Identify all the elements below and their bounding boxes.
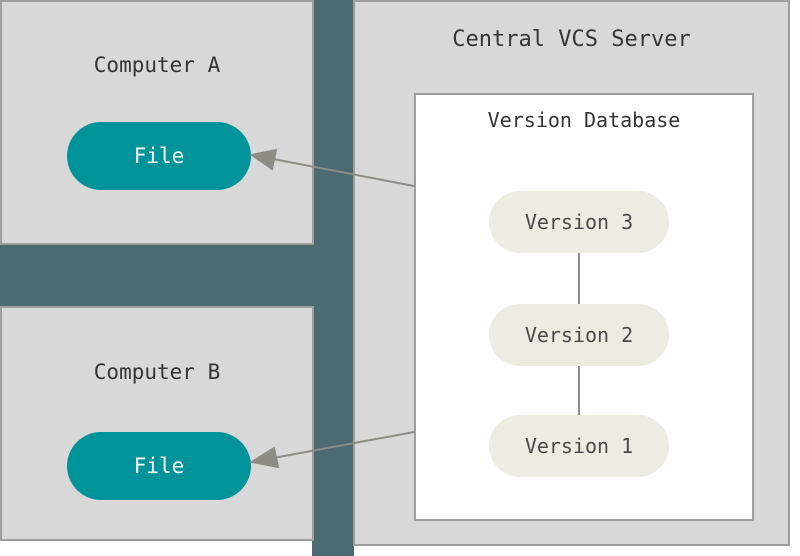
slate-connector-horizontal — [0, 244, 354, 306]
version-node-3[interactable]: Version 3 — [489, 191, 669, 253]
central-vcs-server-title: Central VCS Server — [452, 27, 691, 52]
version-link-2-to-1 — [578, 366, 580, 415]
computer-a-file-node[interactable]: File — [67, 122, 251, 190]
version-link-3-to-2 — [578, 253, 580, 304]
version-node-1[interactable]: Version 1 — [489, 415, 669, 477]
version-database-title: Version Database — [487, 108, 681, 132]
computer-b-panel — [0, 306, 314, 541]
computer-b-title: Computer B — [93, 360, 221, 384]
computer-a-title: Computer A — [93, 53, 221, 77]
computer-b-file-node[interactable]: File — [67, 432, 251, 500]
version-node-2[interactable]: Version 2 — [489, 304, 669, 366]
